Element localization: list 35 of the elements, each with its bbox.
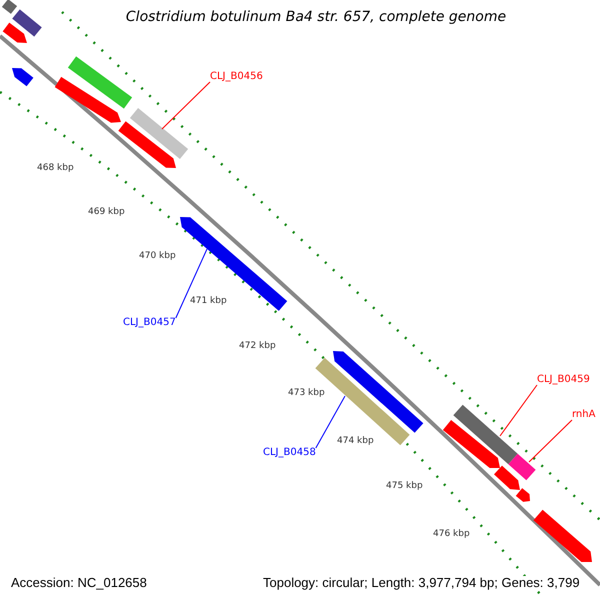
gene-label: rnhA <box>572 410 596 420</box>
gene-label: CLJ_B0458 <box>263 448 316 458</box>
gene-feature <box>130 108 188 159</box>
scale-label: 473 kbp <box>288 389 325 398</box>
leader-line <box>528 420 572 462</box>
scale-label: 468 kbp <box>37 164 74 173</box>
gene-feature <box>54 76 121 123</box>
gene-feature <box>442 420 500 468</box>
gene-feature <box>333 351 424 433</box>
gene-feature <box>2 22 27 43</box>
gene-feature <box>453 404 518 464</box>
gene-feature <box>118 121 176 168</box>
gene-feature <box>68 56 132 109</box>
gene-label: CLJ_B0457 <box>123 318 176 328</box>
scale-label: 472 kbp <box>239 342 276 351</box>
accession-text: Accession: NC_012658 <box>10 576 148 589</box>
leader-line <box>162 82 210 130</box>
scale-label: 475 kbp <box>386 482 423 491</box>
scale-label: 476 kbp <box>433 530 470 539</box>
gene-feature <box>2 0 18 14</box>
leader-line <box>500 384 538 436</box>
gene-feature <box>533 510 592 562</box>
gene-feature <box>508 454 536 480</box>
gene-feature <box>516 488 530 502</box>
gene-label: CLJ_B0456 <box>210 72 263 82</box>
scale-label: 471 kbp <box>190 297 227 306</box>
gene-feature <box>180 217 288 311</box>
leader-line <box>315 396 346 448</box>
gene-feature <box>12 68 34 86</box>
gene-feature <box>12 9 42 37</box>
gene-label: CLJ_B0459 <box>537 375 590 385</box>
scale-label: 469 kbp <box>88 208 125 217</box>
genome-summary-text: Topology: circular; Length: 3,977,794 bp; Genes: 3,799 <box>262 576 581 589</box>
leader-line <box>175 248 208 318</box>
scale-label: 474 kbp <box>337 437 374 446</box>
